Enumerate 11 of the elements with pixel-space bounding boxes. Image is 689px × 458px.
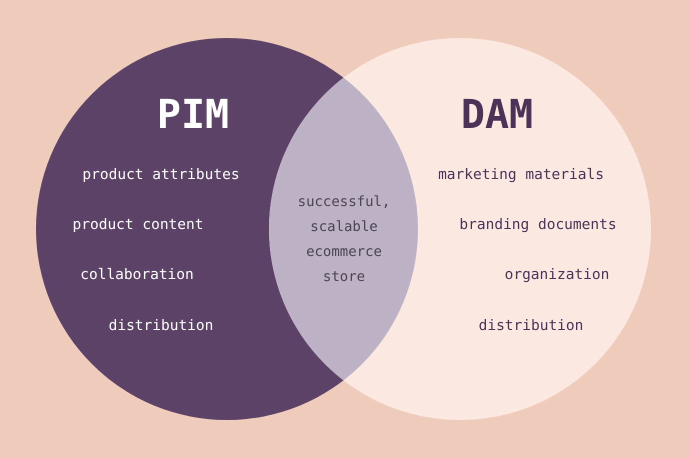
heading: DAM bbox=[460, 92, 534, 138]
list-item: product content bbox=[72, 217, 204, 233]
list-item: branding documents bbox=[459, 217, 617, 233]
list-item: product attributes bbox=[82, 167, 240, 183]
list-item: marketing materials bbox=[438, 167, 604, 183]
list-item: organization bbox=[504, 267, 610, 283]
list-item: collaboration bbox=[80, 267, 194, 283]
center-text: successful, scalable ecommerce store bbox=[296, 193, 392, 287]
list-item: distribution bbox=[108, 318, 214, 334]
list-item: distribution bbox=[478, 318, 584, 334]
heading: PIM bbox=[156, 92, 230, 138]
